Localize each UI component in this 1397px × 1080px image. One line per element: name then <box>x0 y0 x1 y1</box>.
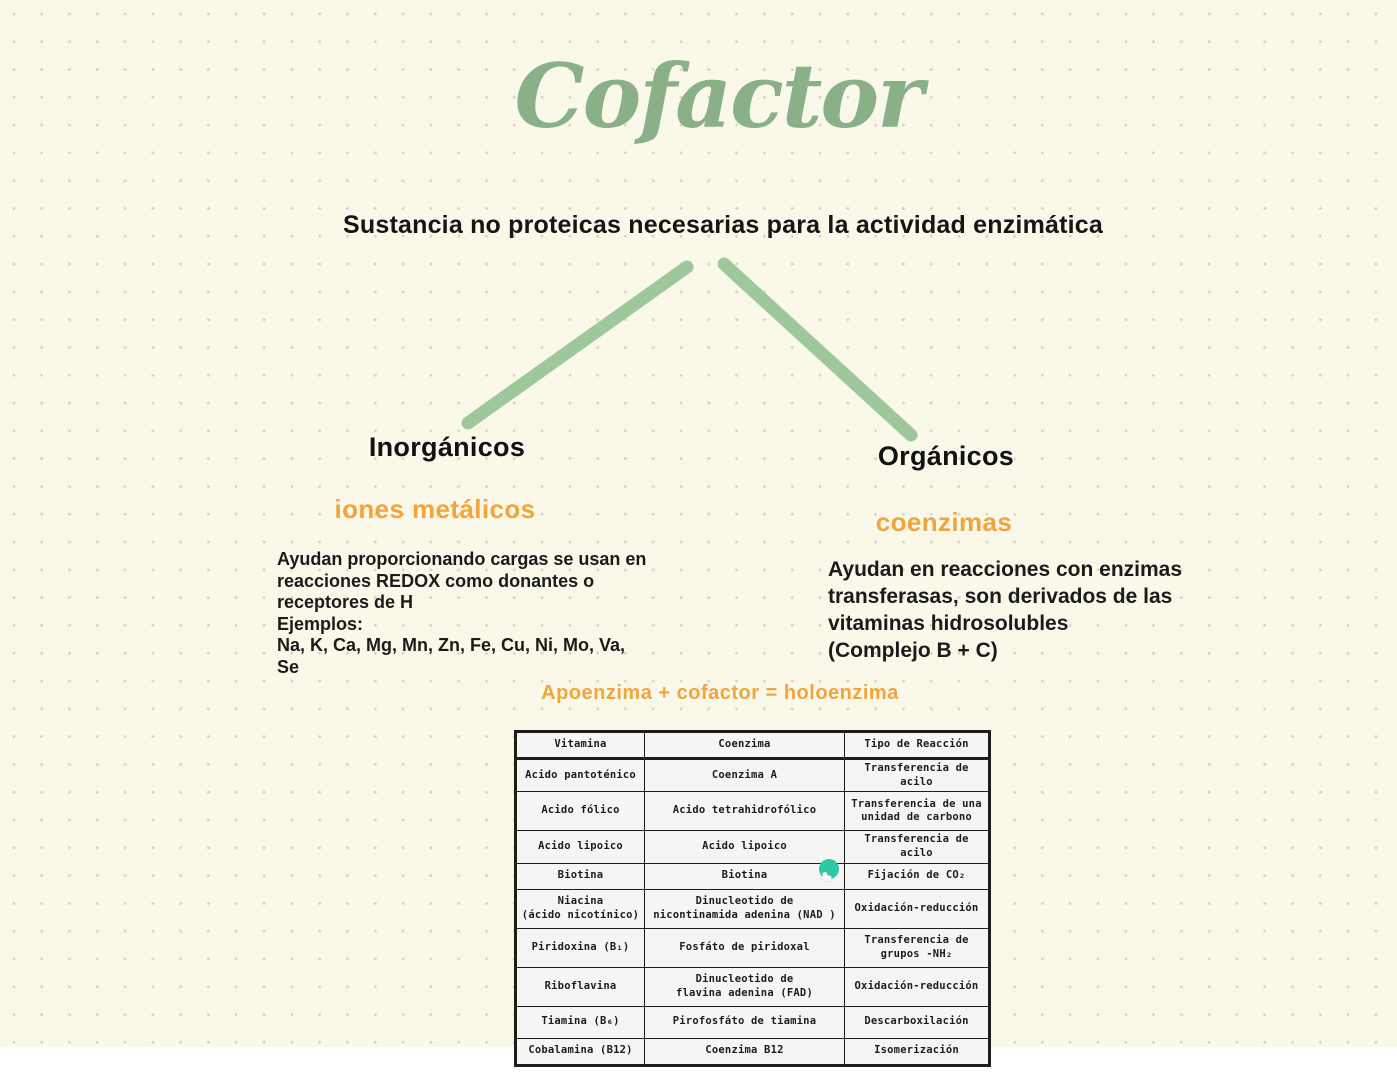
column-header-vitamina: Vitamina <box>515 731 645 760</box>
column-header-coenzima: Coenzima <box>644 731 845 760</box>
table-cell: Dinucleotido de nicontinamida adenina (N… <box>644 888 845 929</box>
table-header-row: Vitamina Coenzima Tipo de Reacción <box>515 731 990 760</box>
table-cell: Transferencia de acilo <box>844 757 990 793</box>
dotted-paper-background <box>0 0 1397 1047</box>
branch-body-inorganicos: Ayudan proporcionando cargas se usan en … <box>277 549 647 677</box>
table-cell: Biotina <box>644 862 845 890</box>
table-cell: Acido lipoico <box>644 830 845 864</box>
table-cell: Piridoxina (B₁) <box>515 927 645 968</box>
table-row: Acido pantoténico Coenzima A Transferenc… <box>515 757 990 793</box>
column-header-tipo-de-reaccion: Tipo de Reacción <box>844 731 990 760</box>
holoenzyme-equation: Apoenzima + cofactor = holoenzima <box>541 682 899 704</box>
branch-body-organicos: Ayudan en reacciones con enzimas transfe… <box>828 558 1183 662</box>
table-cell: Coenzima A <box>644 757 845 793</box>
table-cell: Pirofosfáto de tiamina <box>644 1005 845 1039</box>
table-cell: Riboflavina <box>515 966 645 1007</box>
table-cell: Transferencia de acilo <box>844 830 990 864</box>
table-row: Tiamina (B₆) Pirofosfáto de tiamina Desc… <box>515 1005 990 1039</box>
table-cell: Cobalamina (B12) <box>515 1037 645 1066</box>
table-cell: Fosfáto de piridoxal <box>644 927 845 968</box>
table-cell: Descarboxilación <box>844 1005 990 1039</box>
branch-heading-organicos: Orgánicos <box>877 441 1015 471</box>
table-row: Riboflavina Dinucleotido de flavina aden… <box>515 966 990 1007</box>
table-cell: Niacina (ácido nicotínico) <box>515 888 645 929</box>
branch-heading-inorganicos: Inorgánicos <box>368 432 526 462</box>
table-cell: Acido pantoténico <box>515 757 645 793</box>
table-cell: Dinucleotido de flavina adenina (FAD) <box>644 966 845 1007</box>
table-cell: Biotina <box>515 862 645 890</box>
table-row: Acido lipoico Acido lipoico Transferenci… <box>515 830 990 864</box>
table-cell: Acido lipoico <box>515 830 645 864</box>
branch-subheading-coenzimas: coenzimas <box>875 507 1013 537</box>
definition-text: Sustancia no proteicas necesarias para l… <box>343 211 1103 239</box>
table-cell: Coenzima B12 <box>644 1037 845 1066</box>
table-cell: Fijación de CO₂ <box>844 862 990 890</box>
table-cell: Tiamina (B₆) <box>515 1005 645 1039</box>
table-cell: Acido fólico <box>515 791 645 832</box>
table-cell: Acido tetrahidrofólico <box>644 791 845 832</box>
presence-cursor <box>819 859 839 882</box>
table-cell: Oxidación-reducción <box>844 966 990 1007</box>
table-row: Cobalamina (B12) Coenzima B12 Isomerizac… <box>515 1037 990 1066</box>
table-row: Biotina Biotina Fijación de CO₂ <box>515 862 990 890</box>
table-cell: Oxidación-reducción <box>844 888 990 929</box>
branch-subheading-iones-metalicos: iones metálicos <box>334 494 536 524</box>
hand-pointer-icon <box>820 871 832 882</box>
page-title: Cofactor <box>514 44 924 148</box>
table-cell: Transferencia de una unidad de carbono <box>844 791 990 832</box>
table-row: Piridoxina (B₁) Fosfáto de piridoxal Tra… <box>515 927 990 968</box>
table-cell: Isomerización <box>844 1037 990 1066</box>
table-row: Acido fólico Acido tetrahidrofólico Tran… <box>515 791 990 832</box>
vitamin-coenzyme-table: Vitamina Coenzima Tipo de Reacción Acido… <box>514 730 991 1067</box>
table-cell: Transferencia de grupos -NH₂ <box>844 927 990 968</box>
table-row: Niacina (ácido nicotínico) Dinucleotido … <box>515 888 990 929</box>
